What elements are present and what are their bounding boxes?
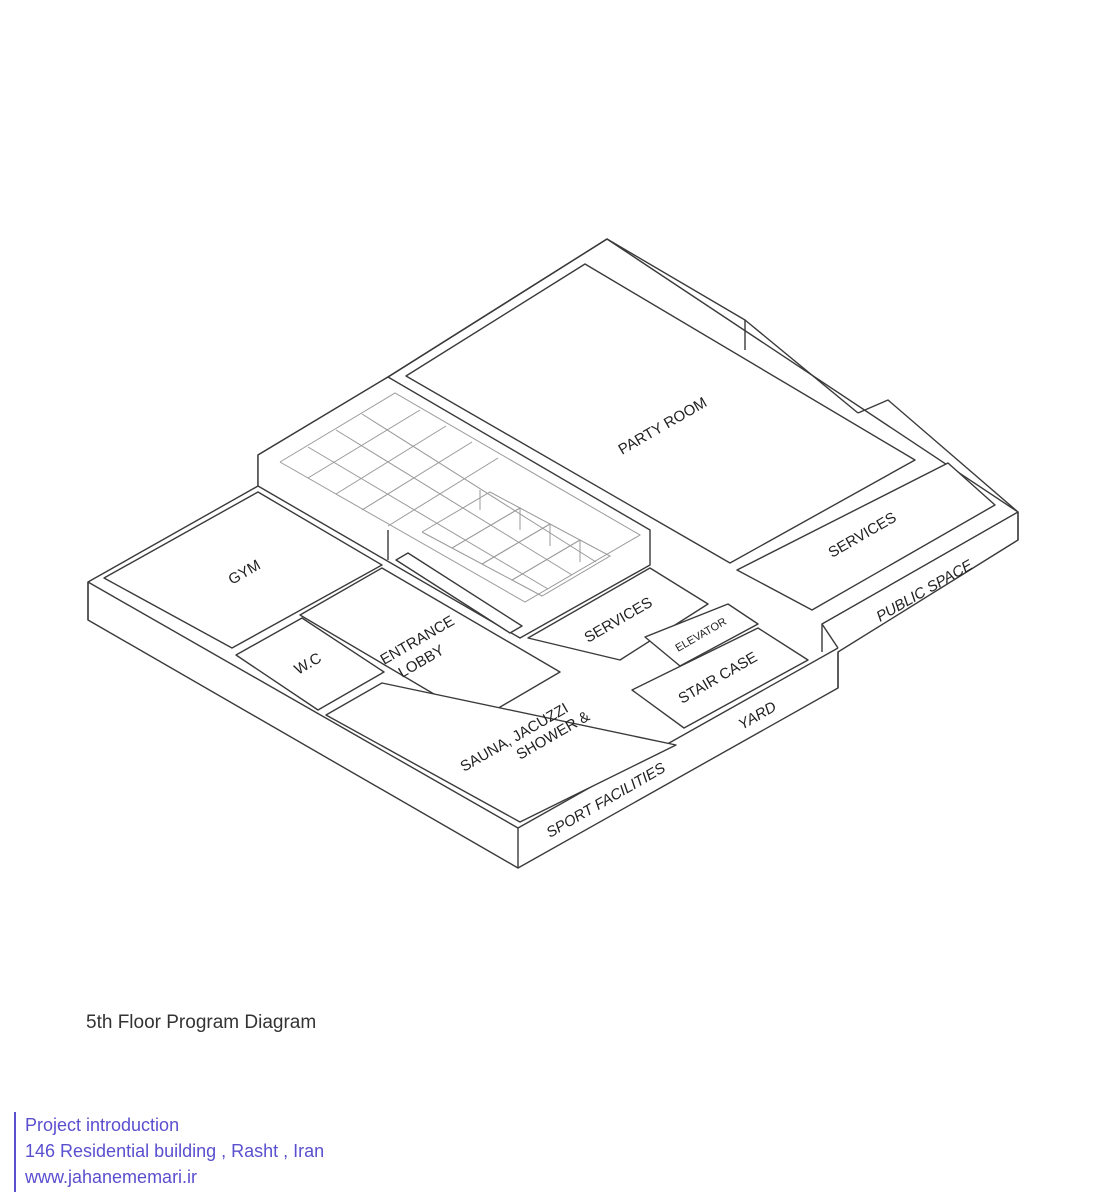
party-room-block [387,238,1019,611]
diagram-caption: 5th Floor Program Diagram [86,1012,317,1033]
credits-block: Project introduction 146 Residential bui… [14,1112,414,1192]
lower-rooms [103,491,809,823]
credits-website-link[interactable]: www.jahanememari.ir [25,1167,198,1187]
credits-project-introduction: Project introduction [25,1115,180,1135]
grid-platform [257,376,651,639]
credits-project-name: 146 Residential building , Rasht , Iran [25,1141,325,1161]
